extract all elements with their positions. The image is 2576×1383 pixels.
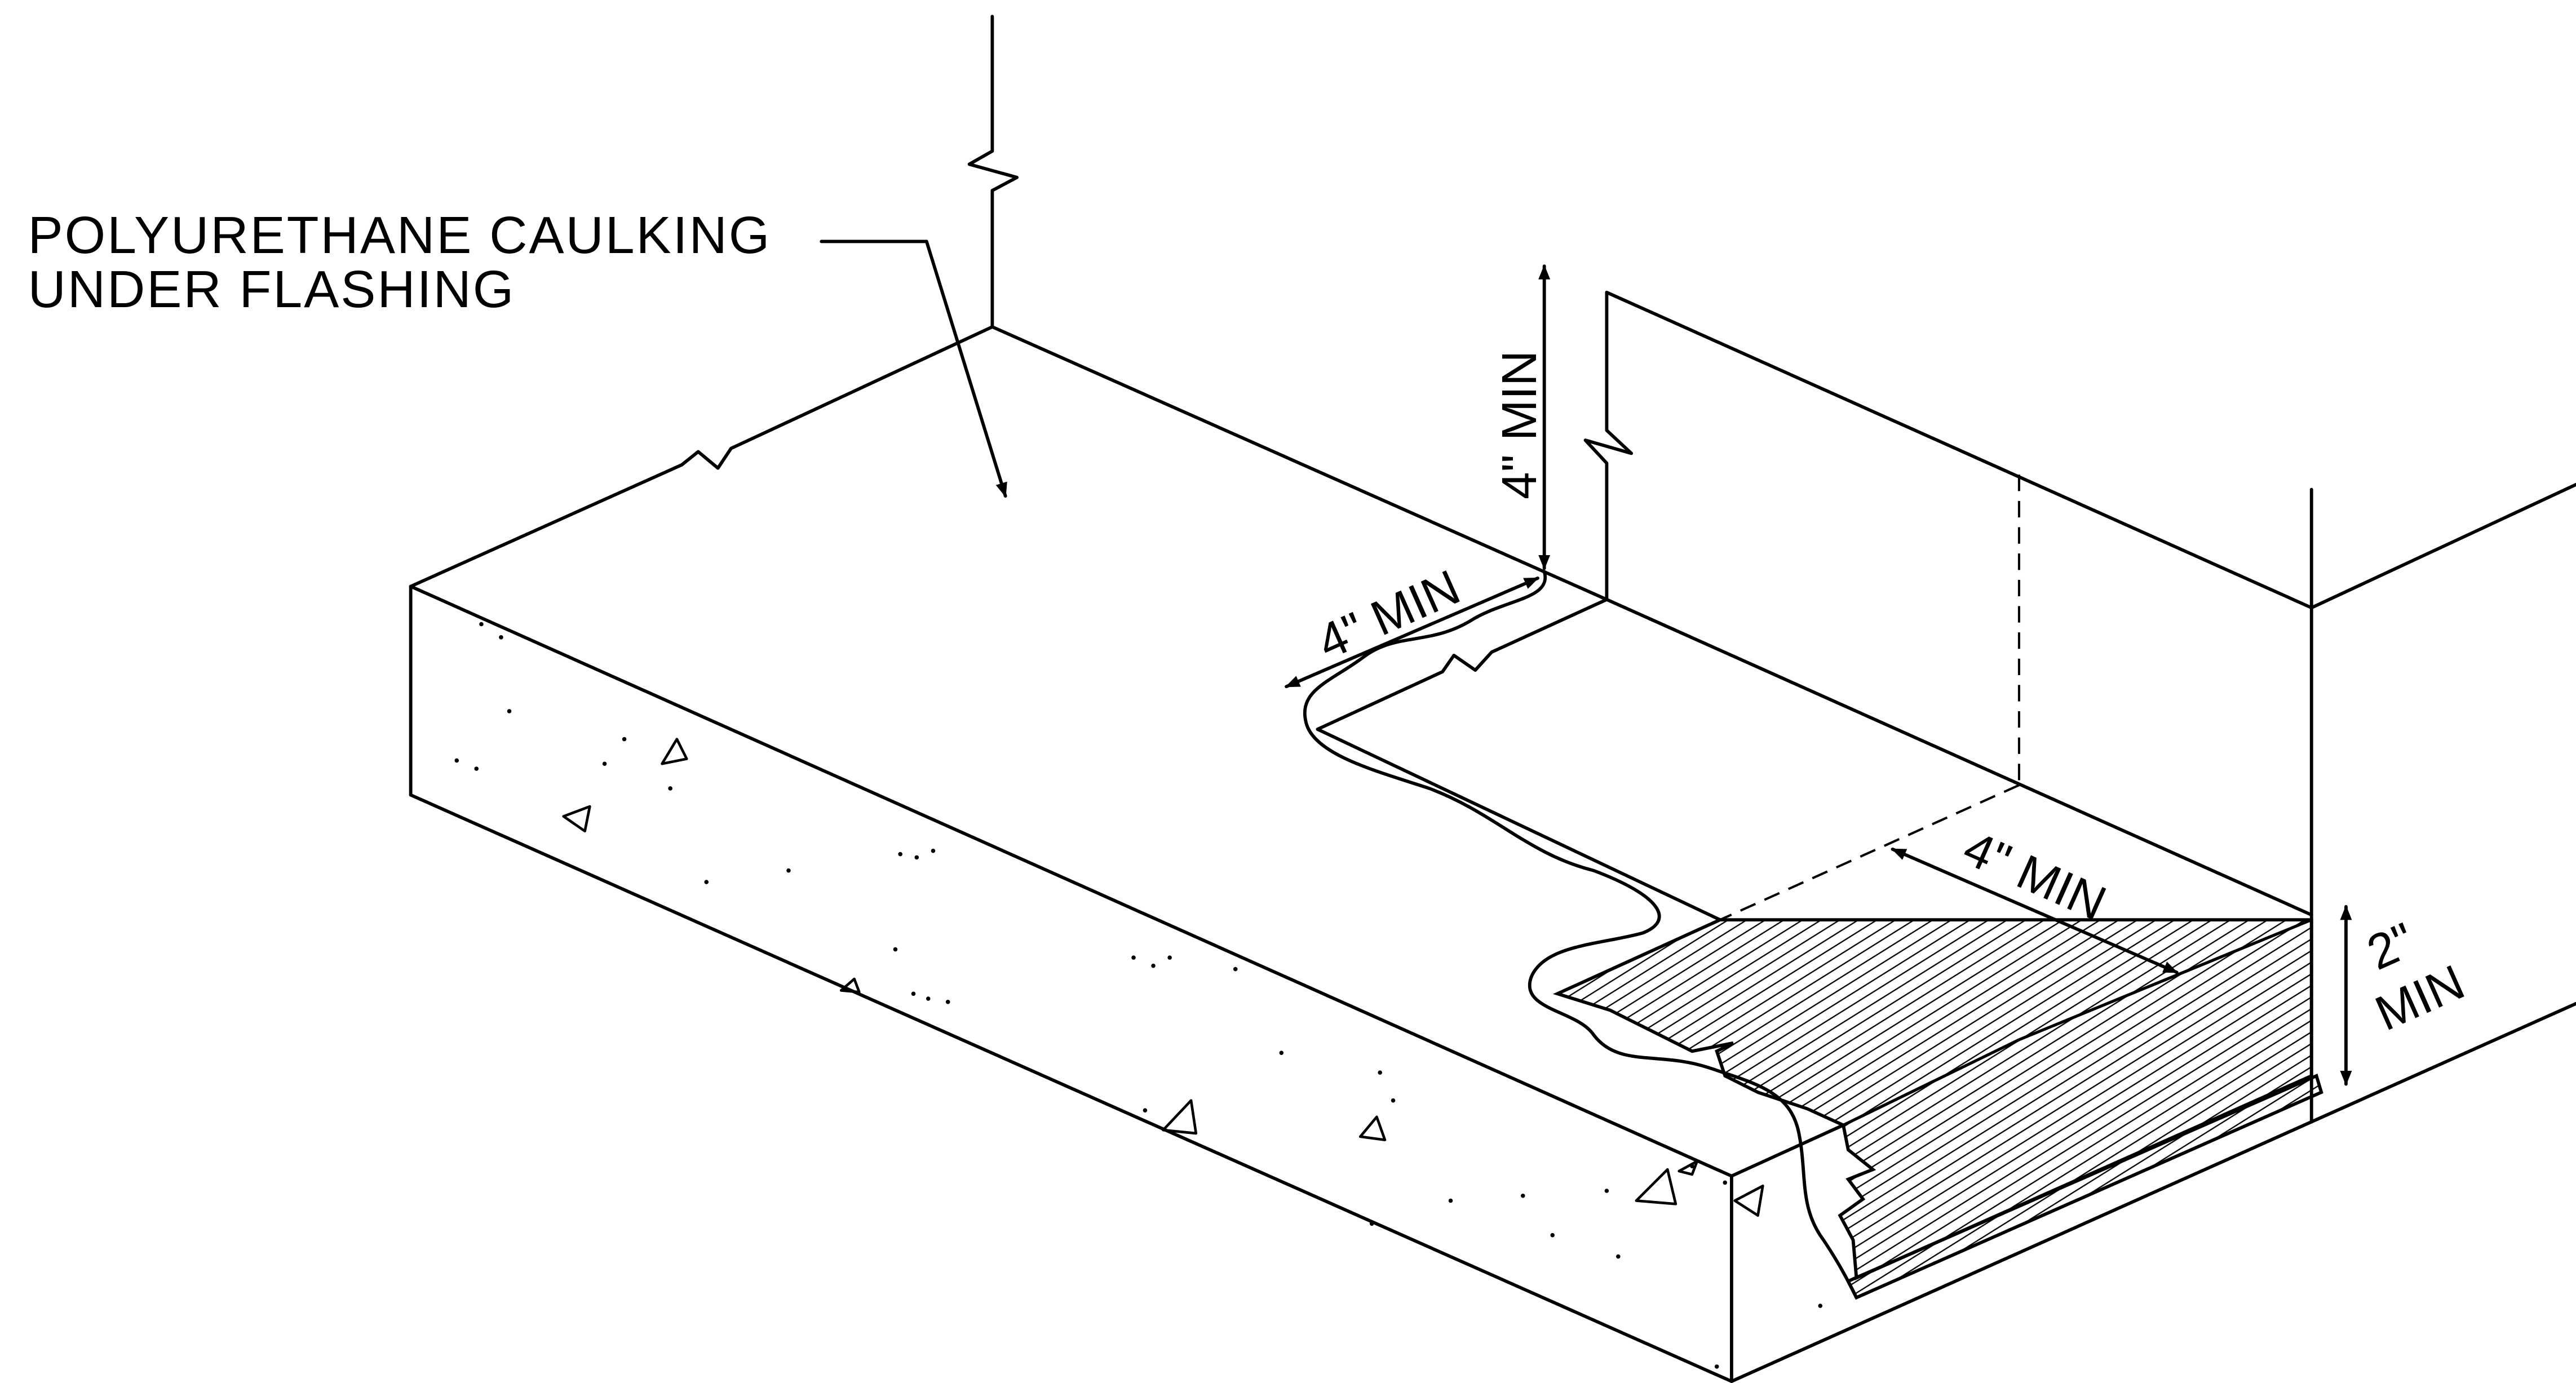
caulking-label-line1: POLYURETHANE CAULKING [28,206,772,264]
slab-outline [409,325,2313,1383]
wall-height-dim-label: 4" MIN [1491,351,1547,499]
hatched-flashing [1552,918,2323,1300]
back-wall [967,15,1019,329]
flashing-width-dim-label: 4" MIN [1309,559,1468,670]
concrete-aggregate [454,622,1823,1369]
hidden-lines [1719,475,2021,921]
caulking-label-line2: UNDER FLASHING [28,260,516,318]
base-width-dim-label: 4" MIN [1955,820,2114,931]
caulking-leader [820,240,1007,498]
dimension-arrows [1285,264,2352,1086]
